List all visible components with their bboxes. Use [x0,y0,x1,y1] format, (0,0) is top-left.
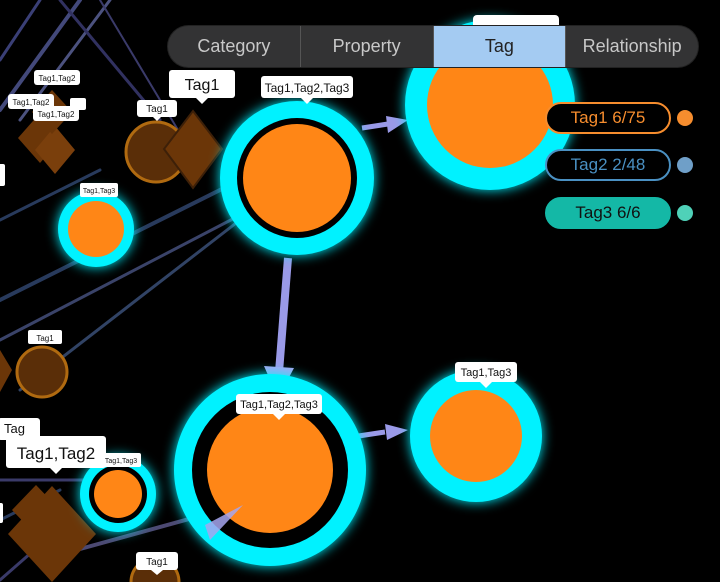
legend-tag2[interactable]: Tag2 2/48 [545,149,671,181]
legend-tag3-dot[interactable] [677,205,693,221]
label-big-tag1-tag2: Tag1,Tag2 [6,436,106,474]
node-small-tag1-tag3[interactable] [68,201,124,257]
tab-tooltip-tip [473,15,559,29]
node-bottom-center[interactable] [207,407,333,533]
label-big-tag1: Tag1 [169,70,235,104]
svg-text:Tag1,Tag3: Tag1,Tag3 [83,188,115,195]
label-bottom-center: Tag1,Tag2,Tag3 [236,394,322,420]
dim-node-diamond [162,109,224,190]
label-left-tag1: Tag1 [28,330,62,344]
svg-text:Tag1,Tag2,Tag3: Tag1,Tag2,Tag3 [265,81,350,95]
label-cluster-a: Tag1,Tag2 [34,70,80,85]
node-right-tag1-tag3[interactable] [430,390,522,482]
svg-text:Tag: Tag [4,421,25,436]
dim-nodes [0,90,224,582]
label-corner-tag: Tag [0,418,40,440]
tab-property[interactable]: Property [301,26,434,67]
label-small-tag1-tag3: Tag1,Tag3 [80,183,118,197]
svg-text:Tag1,Tag2: Tag1,Tag2 [39,74,76,83]
svg-text:Tag1,Tag2: Tag1,Tag2 [17,444,95,463]
label-small-tag1-top: Tag1 [137,100,177,121]
svg-text:Tag1,Tag3: Tag1,Tag3 [105,458,137,465]
dim-node-diamond-bottom [8,486,96,582]
label-cluster-b: Tag1,Tag2 [8,94,54,109]
svg-text:Tag1: Tag1 [36,334,54,343]
svg-text:Tag1: Tag1 [185,77,220,94]
node-top-right[interactable] [427,42,553,168]
svg-text:Tag1,Tag2: Tag1,Tag2 [38,110,75,119]
node-small-bottom[interactable] [94,470,142,518]
tab-relationship[interactable]: Relationship [582,36,682,56]
node-labels: Tag1,Tag2,Tag3 Tag1 Tag1 Tag1,Tag2 Tag1,… [0,70,517,575]
tab-category[interactable]: Category [168,26,301,67]
legend-tag1-dot[interactable] [677,110,693,126]
label-small-bottom: Tag1,Tag3 [101,453,141,467]
label-right-tag1-tag3: Tag1,Tag3 [455,362,517,388]
dim-node-left [15,345,69,399]
legend-tag2-dot[interactable] [677,157,693,173]
legend-tag1[interactable]: Tag1 6/75 [545,102,671,134]
svg-text:Tag1,Tag2,Tag3: Tag1,Tag2,Tag3 [240,399,318,411]
main-edges [264,116,408,440]
label-bottom-tag1: Tag1 [136,552,178,575]
svg-text:Tag1: Tag1 [146,104,168,115]
legend-tag3[interactable]: Tag3 6/6 [545,197,671,229]
label-cluster-c: Tag1,Tag2 [33,98,86,121]
node-top-center[interactable] [243,124,351,232]
view-tab-bar: Category Property Tag Relationship [168,26,698,67]
svg-text:Tag1,Tag2: Tag1,Tag2 [13,98,50,107]
svg-text:Tag1: Tag1 [146,557,168,568]
glow-nodes [58,20,575,566]
tab-tag[interactable]: Tag [433,26,567,67]
svg-text:Tag1,Tag3: Tag1,Tag3 [461,367,512,379]
label-top-center: Tag1,Tag2,Tag3 [261,76,353,104]
